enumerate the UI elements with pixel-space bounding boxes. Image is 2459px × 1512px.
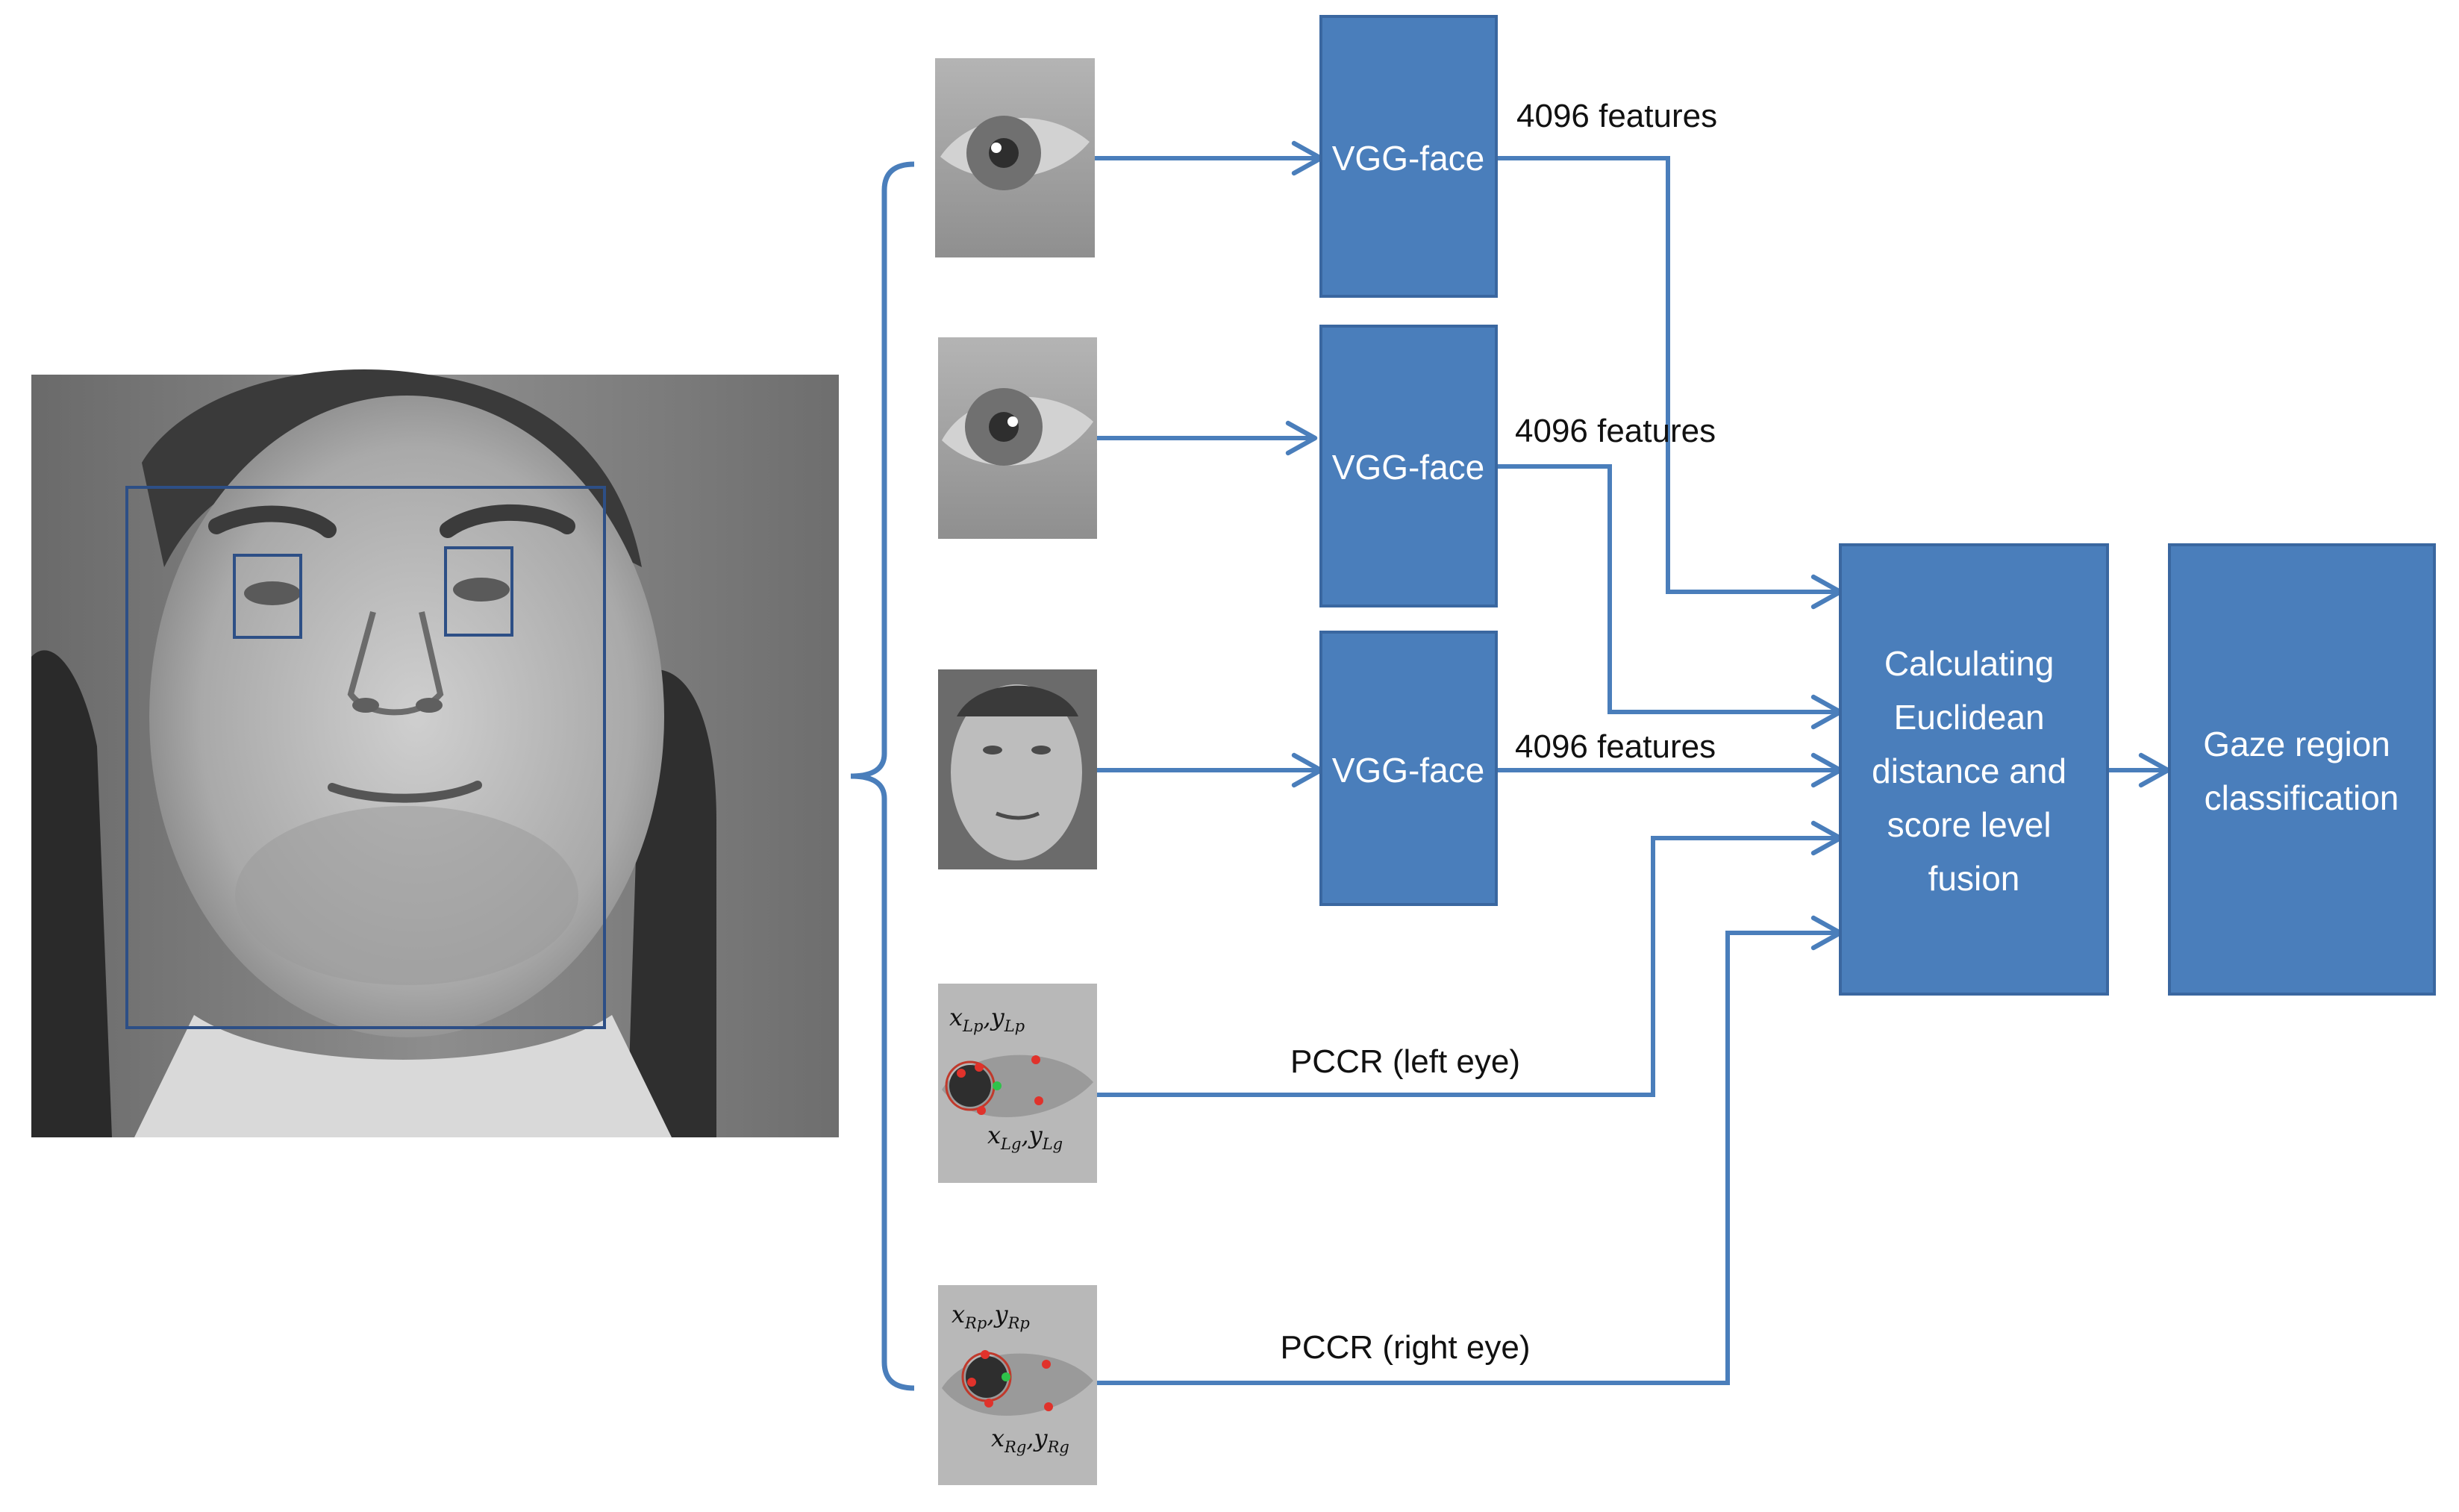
- right-eye-detection-box: [444, 546, 513, 637]
- left-glint-marker: [993, 1081, 1002, 1090]
- arrow-vgg1-to-fusion: [1498, 156, 1843, 610]
- gaze-region-classification-block: Gaze region classification: [2168, 543, 2436, 996]
- vgg-face-block-3: VGG-face: [1319, 631, 1498, 906]
- vgg-face-label-2: VGG-face: [1332, 448, 1485, 487]
- pccr-left-eye-image: xLp,yLp xLg,yLg: [938, 984, 1097, 1183]
- arrow-pccr-right-to-fusion: [1097, 915, 1843, 1385]
- left-eye-detection-box: [233, 554, 302, 639]
- right-glint-coords: xRg,yRg: [991, 1424, 1069, 1456]
- pccr-right-label: PCCR (right eye): [1281, 1329, 1531, 1366]
- vgg-face-label-1: VGG-face: [1332, 139, 1485, 178]
- input-brace: [850, 161, 915, 1391]
- right-pupil-coords: xRp,yRp: [952, 1300, 1030, 1332]
- face-detection-box: [125, 486, 606, 1029]
- fusion-block: Calculating Euclidean distance and score…: [1839, 543, 2109, 996]
- pccr-left-label: PCCR (left eye): [1290, 1043, 1520, 1080]
- left-eye-crop-image: [935, 58, 1095, 257]
- face-crop-image: [938, 669, 1097, 869]
- face-photo: [31, 369, 839, 1137]
- fusion-label: Calculating Euclidean distance and score…: [1872, 644, 2076, 898]
- left-pupil-marker: [975, 1063, 984, 1072]
- vgg-face-block-2: VGG-face: [1319, 325, 1498, 607]
- arrow-pccr-left-to-fusion: [1097, 820, 1843, 1097]
- right-eye-crop-image: [938, 337, 1097, 539]
- left-glint-coords: xLg,yLg: [987, 1121, 1063, 1153]
- vgg-face-label-3: VGG-face: [1332, 751, 1485, 790]
- right-glint-marker: [1002, 1372, 1010, 1381]
- features-label-3: 4096 features: [1515, 728, 1716, 765]
- features-label-2: 4096 features: [1515, 413, 1716, 449]
- gaze-label: Gaze region classification: [2203, 725, 2399, 817]
- left-pupil-coords: xLp,yLp: [949, 1003, 1025, 1035]
- arrow-vgg2-to-fusion: [1498, 464, 1843, 730]
- features-label-1: 4096 features: [1516, 98, 1717, 134]
- vgg-face-block-1: VGG-face: [1319, 15, 1498, 298]
- pccr-right-eye-image: xRp,yRp xRg,yRg: [938, 1285, 1097, 1485]
